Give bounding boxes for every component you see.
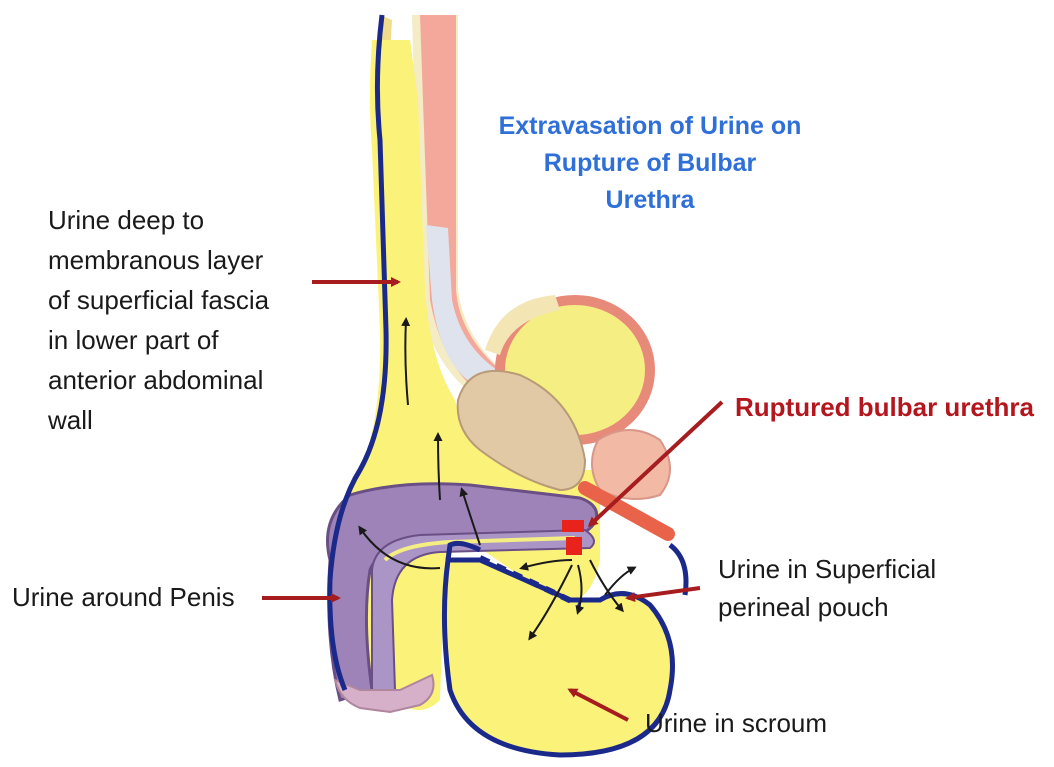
title-line: Extravasation of Urine on: [470, 108, 830, 145]
label-line: wall: [48, 400, 269, 440]
label-line: in lower part of: [48, 320, 269, 360]
label-line: anterior abdominal: [48, 360, 269, 400]
label-ruptured-bulbar-urethra: Ruptured bulbar urethra: [735, 390, 1034, 424]
pointer-arrow-pouch: [628, 588, 700, 598]
label-urine-in-scrotum: Urine in scroum: [645, 706, 827, 740]
label-line: Urine in Superficial: [718, 550, 936, 588]
label-urine-deep: Urine deep to membranous layer of superf…: [48, 200, 269, 440]
title-line: Urethra: [470, 182, 830, 219]
flow-arrow-back: [605, 568, 634, 595]
label-line: membranous layer: [48, 240, 269, 280]
label-urine-around-penis: Urine around Penis: [12, 580, 235, 614]
title-line: Rupture of Bulbar: [470, 145, 830, 182]
label-line: perineal pouch: [718, 588, 936, 626]
diagram-title: Extravasation of Urine on Rupture of Bul…: [470, 108, 830, 219]
label-line: of superficial fascia: [48, 280, 269, 320]
label-line: Urine deep to: [48, 200, 269, 240]
label-superficial-perineal-pouch: Urine in Superficial perineal pouch: [718, 550, 936, 626]
